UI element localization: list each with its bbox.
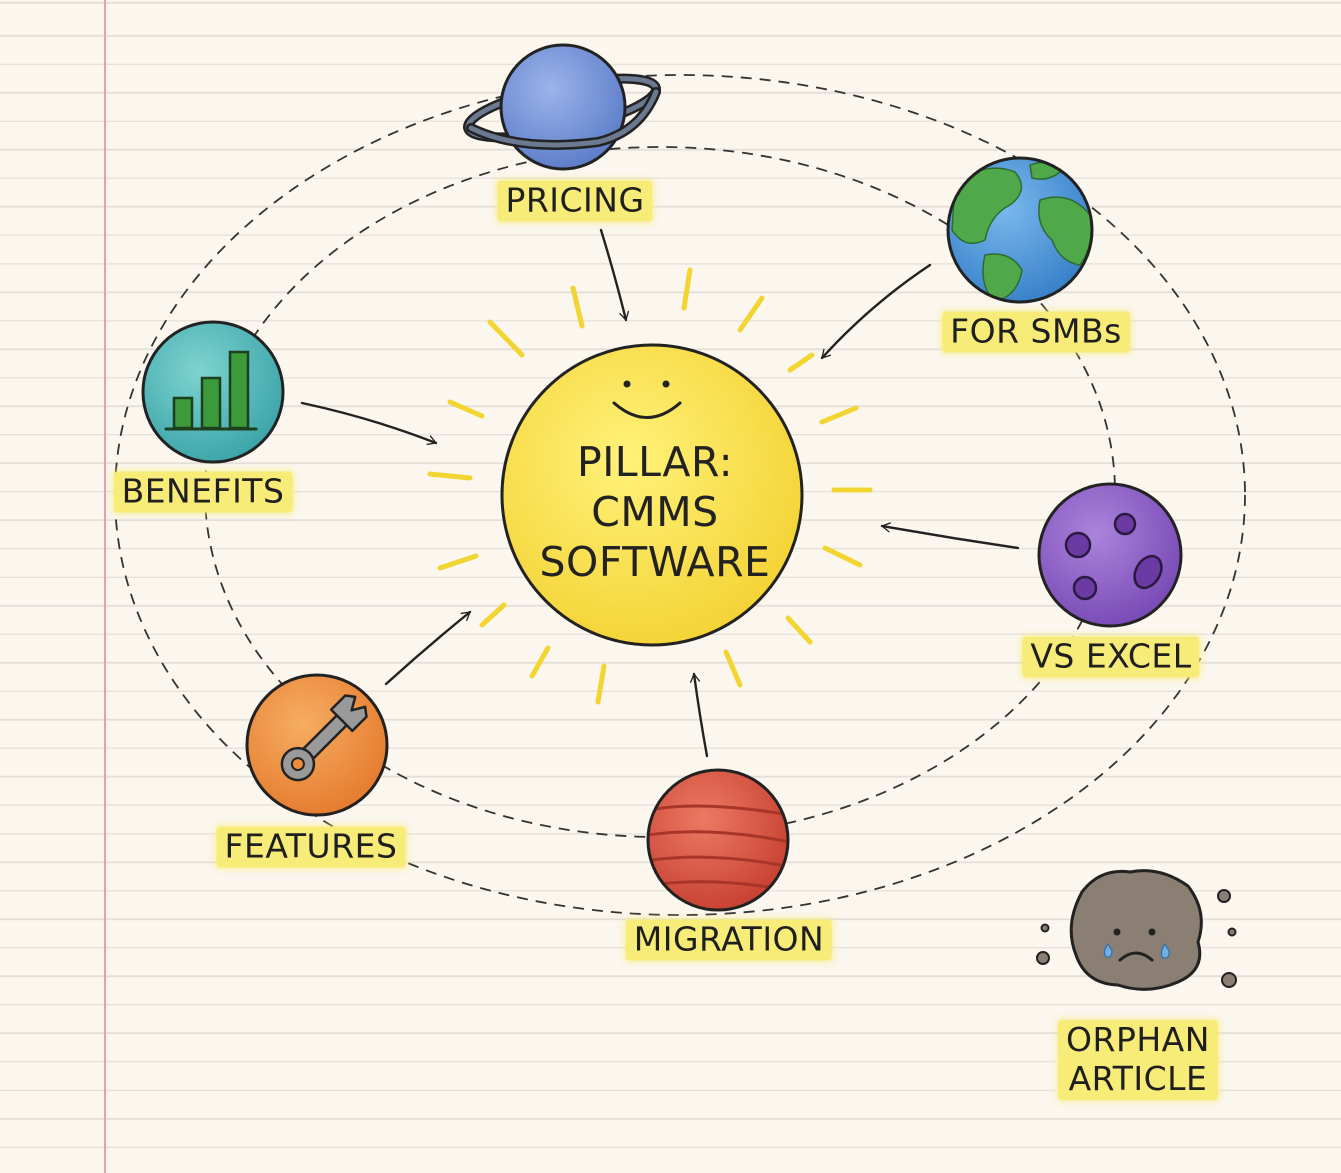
label-orphan-line-2: ARTICLE — [1068, 1059, 1208, 1098]
migration-planet[interactable] — [646, 768, 790, 912]
orphan-asteroid[interactable] — [1036, 869, 1237, 991]
vs-excel-planet[interactable] — [1037, 482, 1183, 628]
arrows — [300, 228, 1020, 758]
arrow-for-smbs — [820, 263, 932, 360]
bar-chart-icon — [172, 350, 250, 430]
sun-smile — [612, 401, 682, 419]
label-orphan-line-1: ORPHAN — [1066, 1020, 1210, 1060]
label-features: FEATURES — [216, 826, 406, 868]
arrow-benefits — [300, 401, 438, 445]
pricing-planet[interactable] — [462, 43, 662, 171]
pillar-title-line-1: PILLAR: — [576, 437, 734, 486]
wrench-icon — [280, 694, 368, 782]
orbit-outer — [114, 74, 1246, 916]
pillar-title-line-3: SOFTWARE — [539, 538, 771, 587]
asteroid-tear-right — [1160, 942, 1170, 959]
asteroid-left-eye — [1113, 928, 1121, 936]
label-migration: MIGRATION — [625, 919, 833, 961]
pillar-sun[interactable] — [500, 343, 804, 647]
label-orphan-article: ORPHAN ARTICLE — [1058, 1020, 1218, 1100]
asteroid-right-eye — [1148, 928, 1156, 936]
label-pricing: PRICING — [497, 180, 653, 222]
for-smbs-planet[interactable] — [946, 156, 1094, 304]
arrow-features — [384, 610, 472, 686]
arrow-vs-excel — [880, 522, 1020, 550]
asteroid-tear-left — [1103, 942, 1113, 958]
pillar-title-line-2: CMMS — [591, 487, 719, 536]
label-vs-excel: VS EXCEL — [1022, 636, 1200, 678]
notebook-margin-line — [104, 0, 106, 1173]
label-benefits: BENEFITS — [113, 471, 293, 513]
pillar-title: PILLAR: CMMS SOFTWARE — [540, 437, 771, 587]
benefits-planet[interactable] — [141, 320, 285, 464]
label-for-smbs: FOR SMBs — [942, 311, 1130, 353]
arrow-migration — [690, 672, 709, 758]
features-planet[interactable] — [245, 673, 389, 817]
sun-left-eye — [623, 380, 631, 388]
sun-right-eye — [662, 380, 670, 388]
sun-rays — [427, 267, 873, 705]
arrow-pricing — [599, 228, 630, 322]
asteroid-frown — [1118, 951, 1154, 962]
